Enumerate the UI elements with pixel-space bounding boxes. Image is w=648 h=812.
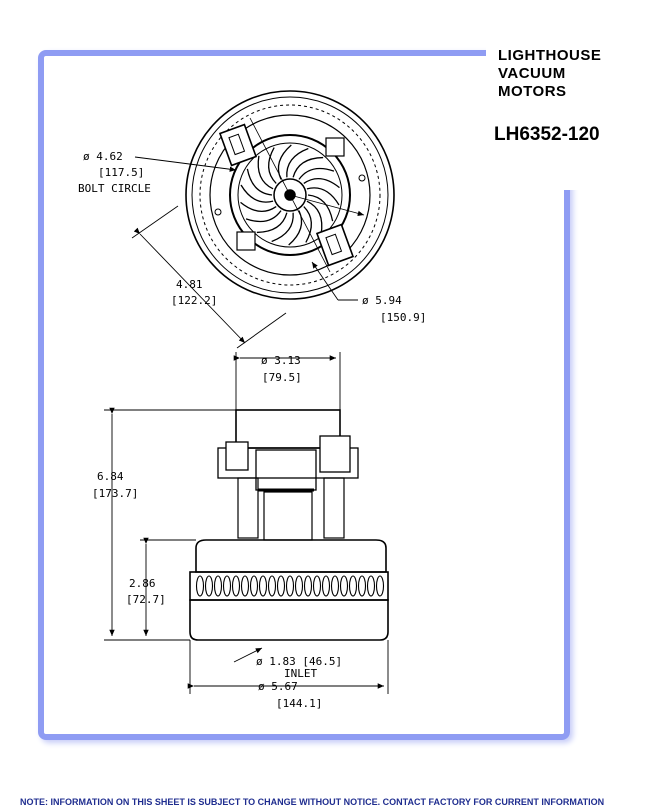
exhaust-slot: [330, 575, 340, 597]
exhaust-slot: [222, 575, 232, 597]
fan-blade: [240, 184, 274, 203]
exhaust-slot: [294, 575, 304, 597]
bolt-circle-leader-2: [289, 194, 365, 216]
bracket-left: [237, 477, 259, 539]
brush-block: [225, 441, 249, 471]
terminal-1: [325, 137, 345, 157]
fan-housing-base: [189, 599, 389, 641]
fan-blade: [306, 187, 340, 206]
brand-line-3: MOTORS: [498, 83, 567, 100]
exhaust-slot: [267, 575, 277, 597]
diag-dim-line: [133, 227, 246, 344]
fan-housing-inner: [237, 142, 343, 248]
height-total-mm: [173.7]: [92, 487, 138, 500]
base-dia: ø 5.67: [258, 680, 298, 693]
model-number: LH6352-120: [494, 124, 600, 145]
side-view-dimensions: [104, 352, 389, 694]
exhaust-slot: [366, 575, 376, 597]
outer-mm: [150.9]: [380, 311, 426, 324]
height-total-in: 6.84: [97, 470, 124, 483]
top-view-dimensions: [131, 156, 365, 349]
housing-ring: [209, 114, 371, 276]
fan-blade: [268, 147, 277, 184]
fan-blade: [271, 212, 294, 243]
motor-head: [217, 447, 359, 479]
fan-blade: [306, 200, 323, 235]
disclaimer-note: NOTE: INFORMATION ON THIS SHEET IS SUBJE…: [20, 797, 605, 807]
exhaust-slot: [249, 575, 259, 597]
fan-blade: [257, 155, 274, 190]
fan-housing-top: [195, 539, 387, 573]
fan-housing: [229, 134, 351, 256]
exhaust-slot: [321, 575, 331, 597]
fan-blade: [256, 212, 288, 234]
top-width-mm: [79.5]: [262, 371, 302, 384]
fan-blade: [245, 210, 282, 223]
bracket-right: [323, 477, 345, 539]
inlet-leader: [233, 647, 263, 663]
exhaust-slot: [312, 575, 322, 597]
outer-ring: [185, 90, 395, 300]
exhaust-slot: [303, 575, 313, 597]
exhaust-slot: [375, 575, 385, 597]
exhaust-slot: [195, 575, 205, 597]
base-mm: [144.1]: [276, 697, 322, 710]
exhaust-slot: [204, 575, 214, 597]
exhaust-slot: [213, 575, 223, 597]
exhaust-slot: [276, 575, 286, 597]
top-width-dia: ø 3.13: [261, 354, 301, 367]
brand-line-2: VACUUM: [498, 65, 566, 82]
exhaust-slot: [285, 575, 295, 597]
exhaust-slot: [240, 575, 250, 597]
fan-blade: [298, 167, 335, 180]
diag-ext-1: [131, 205, 179, 239]
inlet-dia: ø 1.83 [46.5]: [256, 655, 342, 668]
side-view: [189, 409, 389, 641]
diag-mm: [122.2]: [171, 294, 217, 307]
exhaust-slots: [195, 575, 385, 597]
bolt-hole-2: [358, 174, 366, 182]
fan-blade: [307, 194, 334, 222]
fan-blade: [292, 156, 324, 178]
bolt-circle-line: [199, 104, 381, 286]
fan-blade: [303, 178, 340, 189]
terminal-block: [319, 435, 351, 473]
sheet-frame: [38, 50, 570, 740]
exhaust-slot: [231, 575, 241, 597]
brand-name: LIGHTHOUSE VACUUM MOTORS: [498, 47, 601, 101]
outer-dia: ø 5.94: [362, 294, 402, 307]
fan-blade: [286, 147, 309, 178]
armature: [255, 449, 317, 491]
outer-leader: [311, 261, 339, 301]
brand-line-1: LIGHTHOUSE: [498, 47, 602, 64]
bolt-circle-dia: ø 4.62: [83, 150, 123, 163]
fan-blade: [246, 168, 273, 196]
outer-ring-inner: [191, 96, 389, 294]
title-block: [486, 40, 648, 190]
bolt-hole-1: [214, 208, 222, 216]
height-lower-in: 2.86: [129, 577, 156, 590]
diag-ext-2: [236, 312, 287, 349]
brush-2: [325, 233, 343, 256]
diag-in: 4.81: [176, 278, 203, 291]
terminal-2: [236, 231, 256, 251]
bolt-circle-label: BOLT CIRCLE: [78, 182, 151, 195]
fan-blade: [303, 206, 312, 243]
exhaust-slot: [258, 575, 268, 597]
bolt-circle-leader: [134, 156, 237, 172]
brush-holder-1: [218, 123, 258, 167]
fan-blade: [240, 201, 277, 212]
exhaust-slot: [348, 575, 358, 597]
brush-holder-2: [315, 223, 355, 267]
bolt-circle-mm: [117.5]: [98, 166, 144, 179]
inlet-label: INLET: [284, 667, 317, 680]
exhaust-slot: [357, 575, 367, 597]
exhaust-slot: [339, 575, 349, 597]
field-core: [263, 491, 313, 541]
height-lower-mm: [72.7]: [126, 593, 166, 606]
brush-1: [228, 133, 246, 156]
